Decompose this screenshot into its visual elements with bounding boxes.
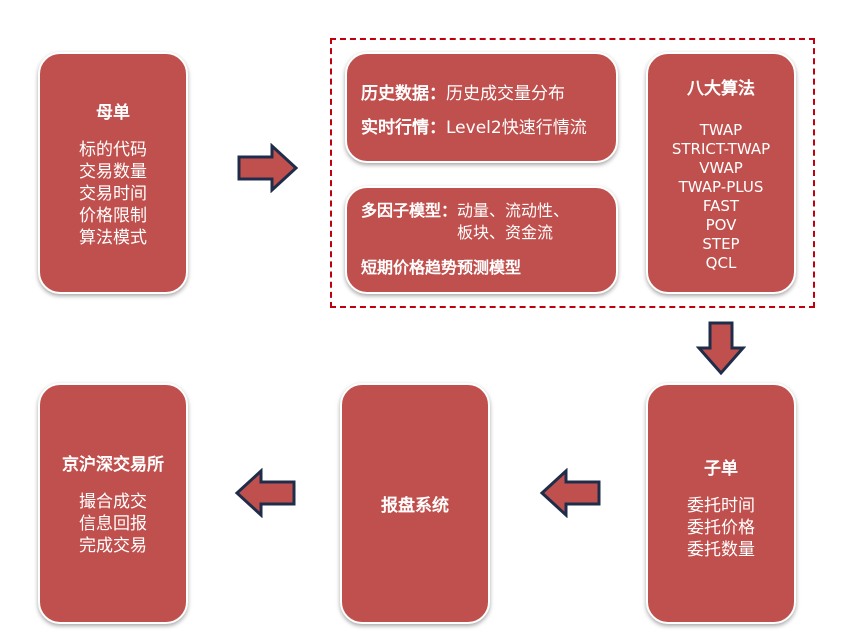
child-order-item: 委托时间 — [687, 496, 755, 516]
left-arrow-icon — [234, 468, 296, 518]
parent-order-item: 交易时间 — [79, 183, 147, 204]
left-arrow-icon — [539, 468, 601, 518]
strategy-group-border — [330, 38, 815, 308]
exchange-item: 信息回报 — [79, 514, 147, 534]
exchange-item: 完成交易 — [79, 536, 147, 556]
child-order-box: 子单 委托时间 委托价格 委托数量 — [646, 383, 796, 624]
algorithms-title: 八大算法 — [687, 79, 755, 99]
parent-order-item: 价格限制 — [79, 205, 147, 226]
algorithm-item: VWAP — [699, 159, 743, 177]
algorithm-item: STEP — [702, 235, 740, 253]
exchange-box: 京沪深交易所 撮合成交 信息回报 完成交易 — [38, 383, 188, 624]
child-order-title: 子单 — [704, 459, 738, 479]
exchange-item: 撮合成交 — [79, 492, 147, 512]
algorithm-item: POV — [705, 216, 737, 234]
history-label: 历史数据： — [361, 84, 446, 104]
factor-line: 板块、资金流 — [457, 223, 554, 242]
algorithm-item: STRICT-TWAP — [671, 140, 771, 158]
order-system-box: 报盘系统 — [340, 383, 490, 624]
child-order-item: 委托数量 — [687, 540, 755, 560]
parent-order-box: 母单 标的代码 交易数量 交易时间 价格限制 算法模式 — [38, 52, 188, 294]
factor-line: 动量、流动性、 — [457, 201, 570, 220]
algorithm-item: FAST — [702, 197, 740, 215]
parent-order-title: 母单 — [96, 102, 130, 123]
short-term-model: 短期价格趋势预测模型 — [361, 258, 522, 277]
child-order-item: 委托价格 — [687, 518, 755, 538]
algorithms-box: 八大算法 TWAP STRICT-TWAP VWAP TWAP-PLUS FAS… — [646, 52, 796, 294]
data-box: 历史数据：历史成交量分布 实时行情：Level2快速行情流 — [345, 52, 618, 163]
algorithm-item: TWAP — [699, 121, 743, 139]
algorithm-item: QCL — [705, 254, 737, 272]
down-arrow-icon — [696, 321, 746, 376]
parent-order-item: 交易数量 — [79, 161, 147, 182]
parent-order-item: 算法模式 — [79, 227, 147, 248]
exchange-title: 京沪深交易所 — [62, 455, 164, 475]
order-system-title: 报盘系统 — [381, 496, 449, 516]
model-box: 多因子模型： 动量、流动性、板块、资金流 短期价格趋势预测模型 — [345, 186, 618, 294]
factor-label: 多因子模型： — [361, 201, 458, 220]
algorithm-item: TWAP-PLUS — [678, 178, 764, 196]
parent-order-item: 标的代码 — [79, 139, 147, 160]
realtime-label: 实时行情： — [361, 118, 446, 138]
realtime-value: Level2快速行情流 — [446, 118, 587, 138]
right-arrow-icon — [237, 143, 299, 193]
history-value: 历史成交量分布 — [446, 84, 565, 104]
